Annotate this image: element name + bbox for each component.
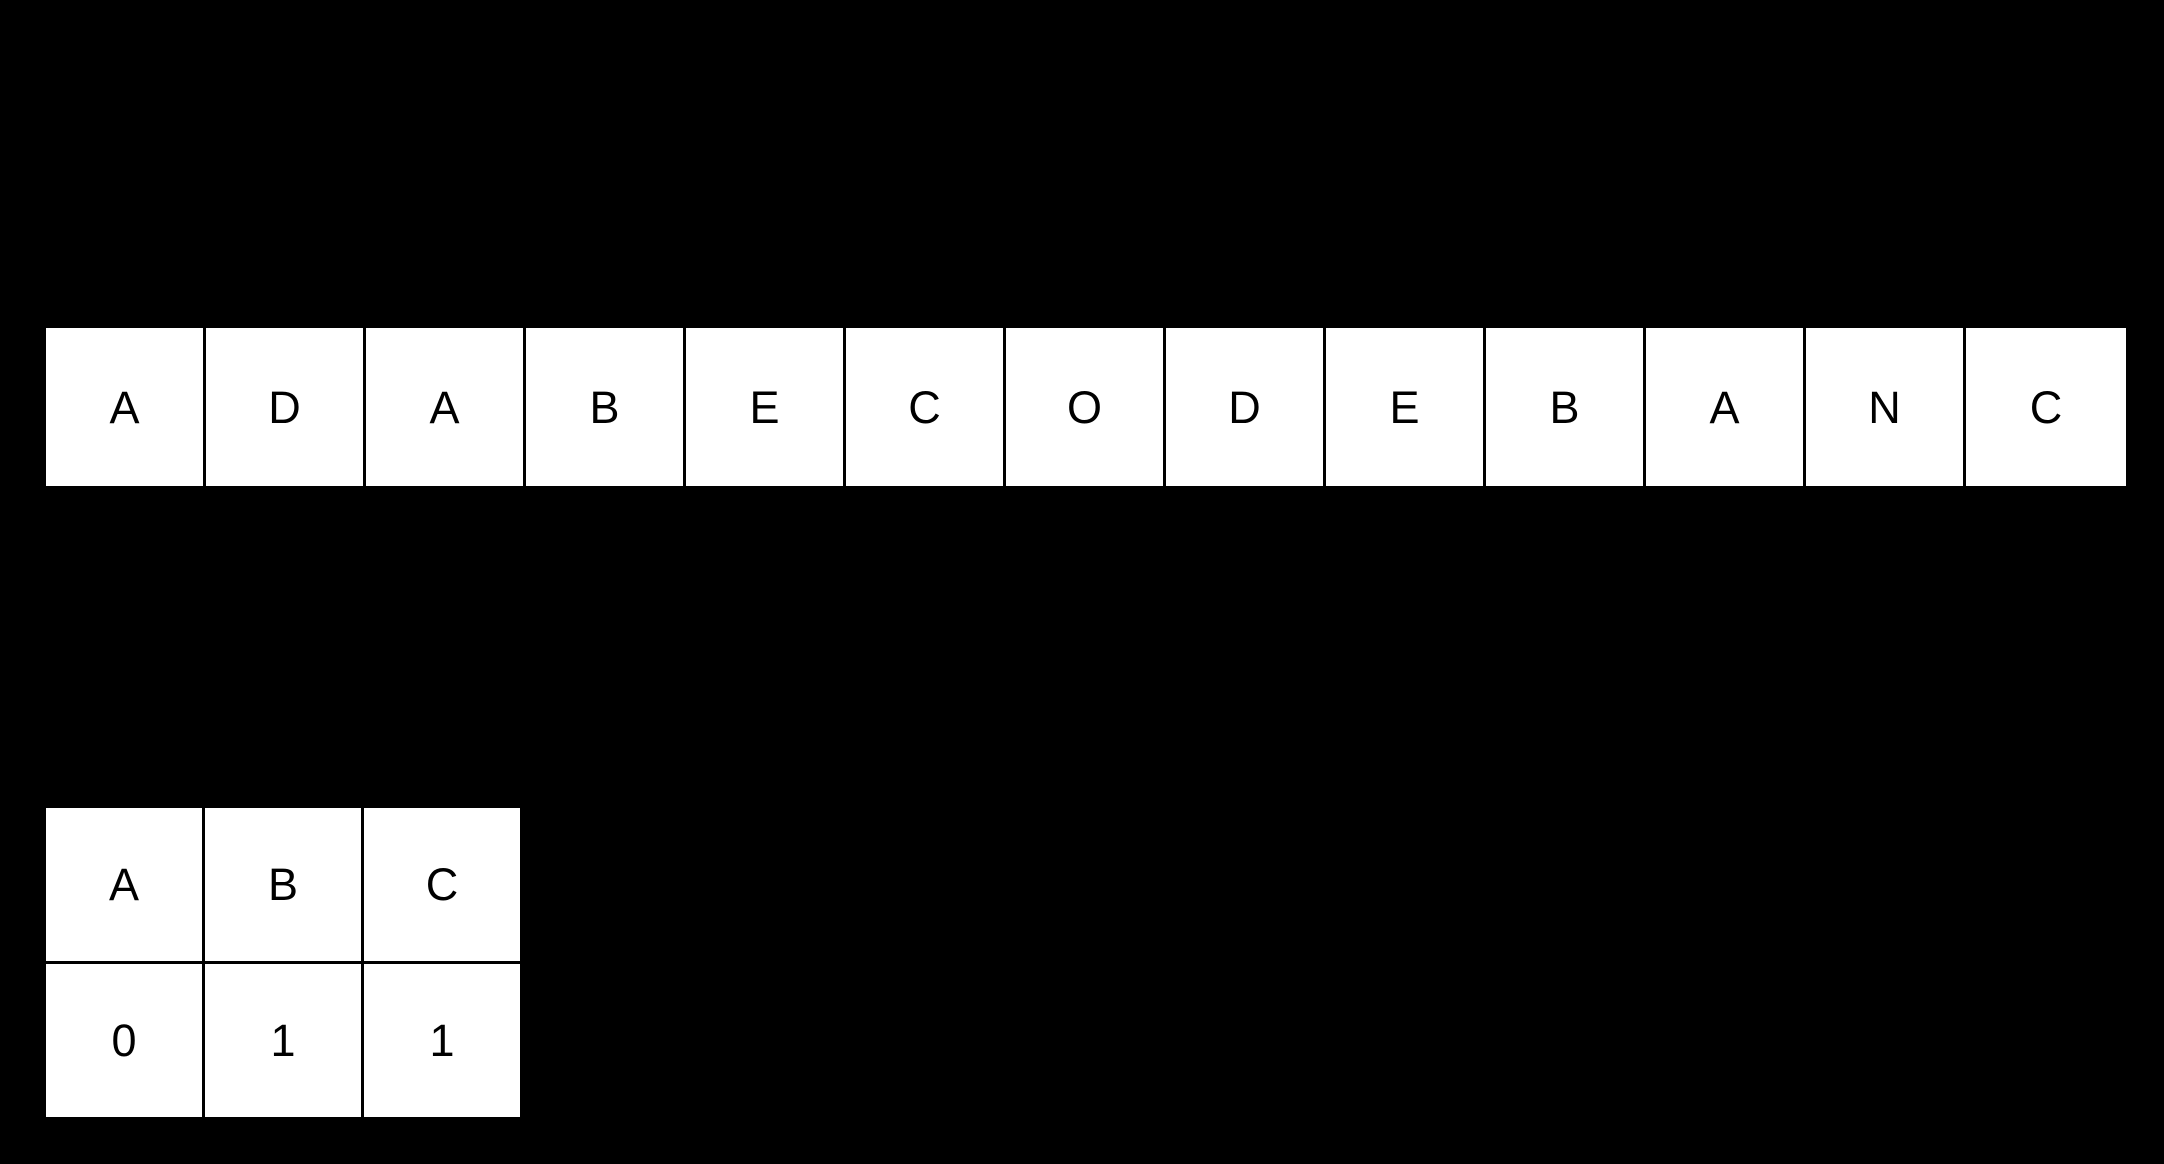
array-cell-3[interactable]: B bbox=[526, 328, 686, 486]
array-cell-8[interactable]: E bbox=[1326, 328, 1486, 486]
freq-value-0[interactable]: 0 bbox=[43, 961, 205, 1120]
array-cell-6[interactable]: O bbox=[1006, 328, 1166, 486]
array-cell-11[interactable]: N bbox=[1806, 328, 1966, 486]
array-cell-4[interactable]: E bbox=[686, 328, 846, 486]
frequency-table: A B C 0 1 1 bbox=[43, 805, 523, 1120]
freq-value-2[interactable]: 1 bbox=[361, 961, 523, 1120]
array-cell-5[interactable]: C bbox=[846, 328, 1006, 486]
freq-header-0[interactable]: A bbox=[43, 805, 205, 964]
freq-header-1[interactable]: B bbox=[202, 805, 364, 964]
array-cell-0[interactable]: A bbox=[46, 328, 206, 486]
array-cell-9[interactable]: B bbox=[1486, 328, 1646, 486]
table-row-headers: A B C bbox=[43, 805, 523, 964]
freq-header-2[interactable]: C bbox=[361, 805, 523, 964]
array-cell-12[interactable]: C bbox=[1966, 328, 2126, 486]
freq-value-1[interactable]: 1 bbox=[202, 961, 364, 1120]
array-cell-10[interactable]: A bbox=[1646, 328, 1806, 486]
array-cell-1[interactable]: D bbox=[206, 328, 366, 486]
array-cell-2[interactable]: A bbox=[366, 328, 526, 486]
string-array: A D A B E C O D E B A N C bbox=[43, 325, 2129, 489]
array-cell-7[interactable]: D bbox=[1166, 328, 1326, 486]
table-row-values: 0 1 1 bbox=[43, 961, 523, 1120]
